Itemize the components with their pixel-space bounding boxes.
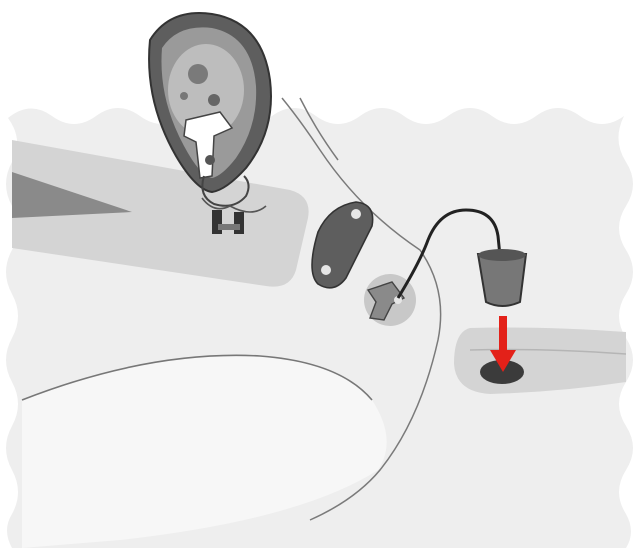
drain-rail	[454, 328, 626, 395]
